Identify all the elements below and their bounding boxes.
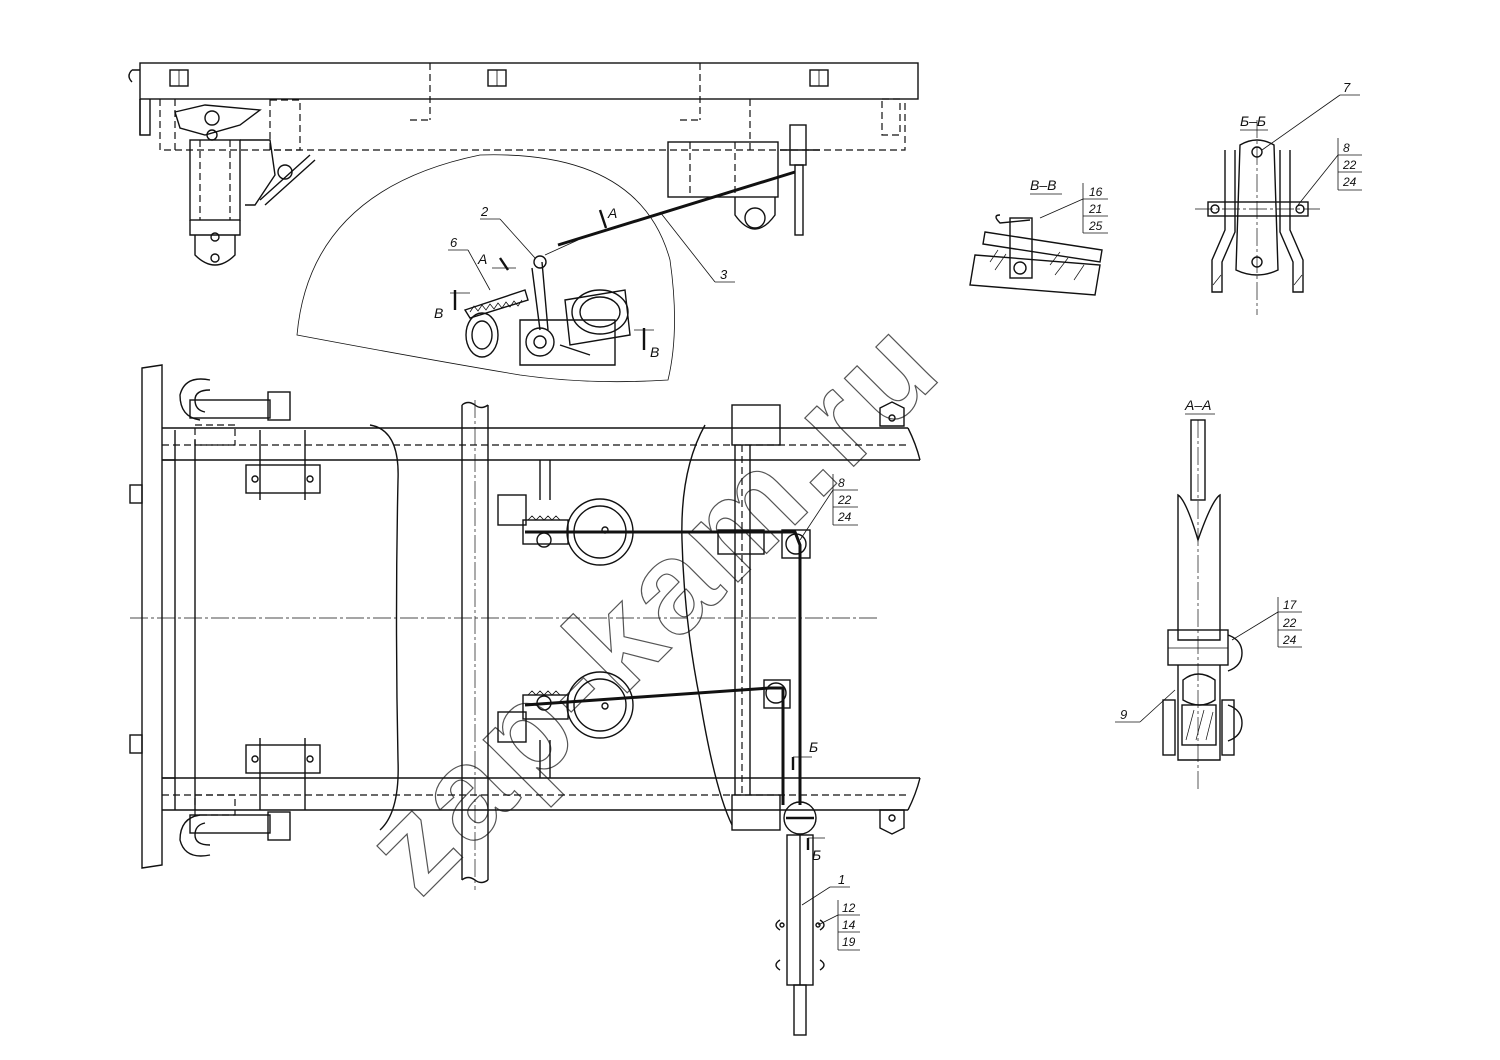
frame-rail — [139, 62, 919, 100]
rear-bracket — [667, 124, 820, 236]
brake-chamber-lower — [522, 671, 634, 739]
section-marks-plan: Б Б — [791, 739, 825, 863]
spring-brackets — [194, 424, 321, 816]
front-cross-member — [141, 364, 163, 869]
callout-24-aa: 24 — [1282, 633, 1297, 647]
callout-3: 3 — [720, 267, 728, 282]
cable-lower — [524, 686, 785, 805]
callout-19: 19 — [842, 935, 856, 949]
section-bb: Б–Б 7 8 22 24 — [1195, 80, 1362, 315]
pulley-upper — [785, 533, 807, 555]
section-be-upper-label: Б — [809, 739, 818, 755]
section-a-lower-label: A — [477, 251, 487, 267]
parking-lever — [775, 834, 825, 1036]
callout-17: 17 — [1283, 598, 1298, 612]
watermark: zap-kam.ru — [336, 288, 968, 920]
callout-14: 14 — [842, 918, 856, 932]
callout-6: 6 — [450, 235, 458, 250]
rail-end-plate — [139, 99, 151, 136]
section-b-right-label: B — [650, 344, 659, 360]
section-be-lower-label: Б — [812, 847, 821, 863]
section-aa: А–А 17 22 24 9 — [1115, 397, 1302, 790]
detail-outline — [296, 154, 675, 383]
callout-8-bb: 8 — [1343, 141, 1350, 155]
callout-8-plan: 8 — [838, 476, 845, 490]
callout-24-plan: 24 — [837, 510, 852, 524]
callout-1: 1 — [838, 872, 845, 887]
callout-9: 9 — [1120, 707, 1127, 722]
tow-hook-assembly — [174, 99, 316, 266]
section-bb-title: Б–Б — [1240, 113, 1266, 129]
rear-cross-member — [717, 401, 905, 835]
callout-16: 16 — [1089, 185, 1103, 199]
pulley-rear — [783, 801, 817, 835]
callout-25: 25 — [1088, 219, 1103, 233]
mid-cross-member — [461, 400, 551, 890]
tow-hooks — [179, 378, 291, 857]
callout-22-bb: 22 — [1342, 158, 1357, 172]
cable-3 — [557, 170, 796, 247]
callout-24-bb: 24 — [1342, 175, 1357, 189]
body-outline-left — [369, 424, 399, 831]
callout-22-aa: 22 — [1282, 616, 1297, 630]
section-a-upper-label: A — [607, 205, 617, 221]
watermark-text: zap-kam.ru — [337, 289, 968, 920]
section-vv-title: В–В — [1030, 177, 1056, 193]
section-aa-title: А–А — [1184, 397, 1211, 413]
cable-upper — [525, 530, 802, 805]
callout-22-plan: 22 — [837, 493, 852, 507]
callout-7: 7 — [1343, 80, 1351, 95]
side-view: A A B B 2 6 3 — [128, 62, 919, 383]
section-marks-side: A A B B — [434, 205, 659, 360]
callout-21: 21 — [1088, 202, 1102, 216]
callout-12: 12 — [842, 901, 856, 915]
plan-view: Б Б 8 22 24 1 12 14 19 — [129, 364, 921, 1036]
section-b-left-label: B — [434, 305, 443, 321]
section-vv: В–В 16 21 25 — [969, 177, 1108, 296]
callouts-plan: 8 22 24 1 12 14 19 — [799, 474, 860, 951]
callout-2: 2 — [480, 204, 489, 219]
pulley-lower — [765, 682, 787, 704]
callouts-side: 2 6 3 — [448, 204, 735, 291]
brake-chamber-assembly — [463, 255, 631, 366]
